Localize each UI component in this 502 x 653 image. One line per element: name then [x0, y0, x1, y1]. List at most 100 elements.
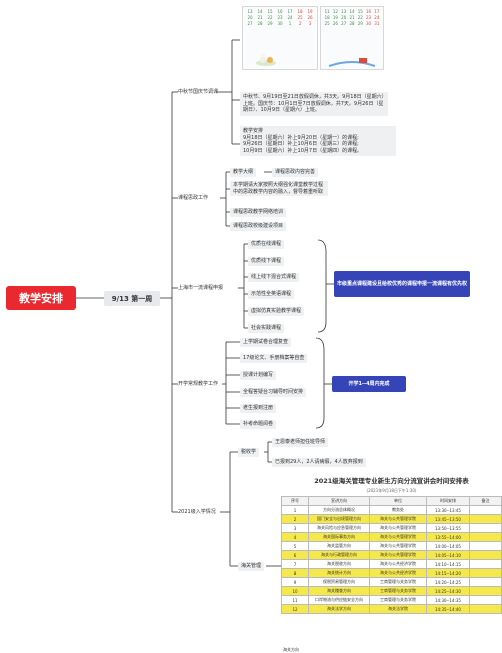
- course-type-item[interactable]: 社会实践课程: [248, 324, 285, 333]
- week-label: 9/13 第一周: [111, 294, 153, 303]
- table-cell: [469, 604, 502, 614]
- calendar-day: 18: [297, 9, 303, 14]
- arrangement-line: 9月18日（星期六）补上9月20日（星期一）的课程;: [243, 134, 359, 141]
- col-unit: 单位: [369, 496, 427, 506]
- calendar-day: 16: [277, 9, 283, 14]
- course-type-item[interactable]: 线上线下混合式课程: [248, 273, 300, 282]
- shanghai-priority-badge[interactable]: 市级重点课程建设且给校优秀的课程申报一流课程有优先权: [334, 271, 470, 297]
- table-cell: 工商管理与关务学院: [369, 586, 427, 596]
- table-cell: 教务处: [369, 505, 427, 515]
- calendar-day: 26: [307, 15, 313, 20]
- week-node[interactable]: 9/13 第一周: [104, 291, 160, 306]
- branch-enroll[interactable]: 2021级入学情况: [178, 509, 216, 515]
- routine-deadline-badge[interactable]: 开学1--4周内完成: [332, 376, 406, 392]
- course-type-item[interactable]: 虚拟仿真实验教学课程: [248, 307, 305, 316]
- table-cell: 7: [281, 559, 309, 569]
- schedule-subtitle: (2021年9月18日下午1:30): [366, 488, 417, 493]
- reform-item[interactable]: 本学期请大家按照大纲强化课堂教学过程中的思政教学内容的融入，督导着重听取: [230, 181, 328, 196]
- reform-item[interactable]: 课程思政内容完善: [272, 168, 319, 177]
- table-cell: 保税贸易管理方向: [308, 577, 370, 587]
- course-type-item[interactable]: 示范性全英语课程: [248, 290, 295, 299]
- table-cell: 13:30--13:45: [426, 505, 470, 515]
- table-cell: 海关统计方向: [308, 568, 370, 578]
- table-cell: 工商管理与关务学院: [369, 595, 427, 605]
- calendar-day: 13: [247, 9, 253, 14]
- calendar-day: 2: [298, 21, 302, 26]
- table-cell: 海关法学方向: [308, 604, 370, 614]
- table-cell: 方向分流总体概况: [308, 505, 370, 515]
- table-cell: [469, 586, 502, 596]
- arrangement-line: 9月26日（星期日）补上10月6日（星期三）的课程;: [243, 141, 359, 147]
- table-cell: 11: [281, 595, 309, 605]
- calendar-day: 17: [374, 9, 380, 14]
- table-cell: 13:55--14:00: [426, 532, 470, 542]
- major-customs[interactable]: 海关管理: [238, 562, 265, 571]
- table-header-row: 序号 宣讲方向 单位 时间安排 备注: [281, 496, 502, 506]
- calendar-day: 20: [247, 15, 253, 20]
- branch-holiday[interactable]: 中秋节国庆节调课: [178, 89, 219, 95]
- table-cell: 海关与公共经济学院: [369, 559, 427, 569]
- routine-item[interactable]: 授课计划编写: [240, 371, 277, 380]
- table-cell: 海关与行政管理方向: [308, 550, 370, 560]
- calendar-day: 21: [349, 15, 355, 20]
- major-taxation[interactable]: 税收学: [238, 448, 260, 457]
- calendar-day: 23: [366, 15, 372, 20]
- routine-deadline-text: 开学1--4周内完成: [348, 380, 390, 387]
- calendar-day: 19: [307, 9, 313, 14]
- reform-item[interactable]: 教学大纲: [230, 168, 257, 177]
- calendar-day: 15: [357, 9, 363, 14]
- routine-item[interactable]: 补考命题阅卷: [240, 420, 277, 429]
- calendar-day: 30: [366, 21, 372, 26]
- calendar-day: 23: [277, 15, 283, 20]
- table-cell: [469, 523, 502, 533]
- course-type-item[interactable]: 优质线下课程: [248, 257, 285, 266]
- calendar-day: 1: [288, 21, 292, 26]
- table-cell: 14:05--14:10: [426, 550, 470, 560]
- shanghai-priority-text: 市级重点课程建设且给校优秀的课程申报一流课程有优先权: [336, 280, 467, 287]
- calendar-day: 17: [287, 9, 293, 14]
- table-cell: 海关与公共经济学院: [369, 568, 427, 578]
- col-time: 时间安排: [426, 496, 470, 506]
- flag-illustration: [328, 53, 376, 67]
- calendar-day: 19: [332, 15, 338, 20]
- routine-item[interactable]: 上学期试卷合理复查: [240, 338, 292, 347]
- root-label: 教学安排: [19, 292, 63, 305]
- table-cell: [469, 532, 502, 542]
- routine-item[interactable]: 全程答疑台习辅导时间安排: [240, 388, 307, 397]
- branch-shanghai[interactable]: 上海市一流课程申报: [178, 285, 224, 291]
- table-cell: 国门安全与出境管理方向: [308, 514, 370, 524]
- taxation-item[interactable]: 王恩泰老师担任班导师: [272, 438, 329, 447]
- root-node[interactable]: 教学安排: [6, 286, 76, 310]
- table-cell: [469, 559, 502, 569]
- routine-item[interactable]: 17级论文、手册档案等自查: [240, 354, 308, 363]
- routine-item[interactable]: 老生报到注册: [240, 404, 277, 413]
- table-cell: 海关与公共管理学院: [369, 532, 427, 542]
- table-cell: [469, 550, 502, 560]
- col-direction: 宣讲方向: [308, 496, 370, 506]
- calendar-day: 14: [257, 9, 263, 14]
- reform-item[interactable]: 课程思政校级建设项目: [230, 222, 287, 231]
- taxation-item[interactable]: 已报到29人，2人请病假，4人放弃报到: [272, 458, 366, 467]
- table-cell: 3: [281, 523, 309, 533]
- branch-routine[interactable]: 开学常规教学工作: [178, 381, 219, 387]
- reform-item[interactable]: 课程思政教学网络培训: [230, 208, 287, 217]
- schedule-footer: 海关方向: [283, 647, 299, 652]
- branch-reform[interactable]: 课程思政工作: [178, 195, 209, 201]
- calendar-day: 11: [324, 9, 330, 14]
- calendar-day: 25: [297, 15, 303, 20]
- table-cell: 5: [281, 541, 309, 551]
- table-cell: 工商管理与关务学院: [369, 577, 427, 587]
- calendar-day: 13: [341, 9, 347, 14]
- table-cell: 14:00--14:05: [426, 541, 470, 551]
- course-type-item[interactable]: 优质在线课程: [248, 240, 285, 249]
- calendar-day: 29: [357, 21, 363, 26]
